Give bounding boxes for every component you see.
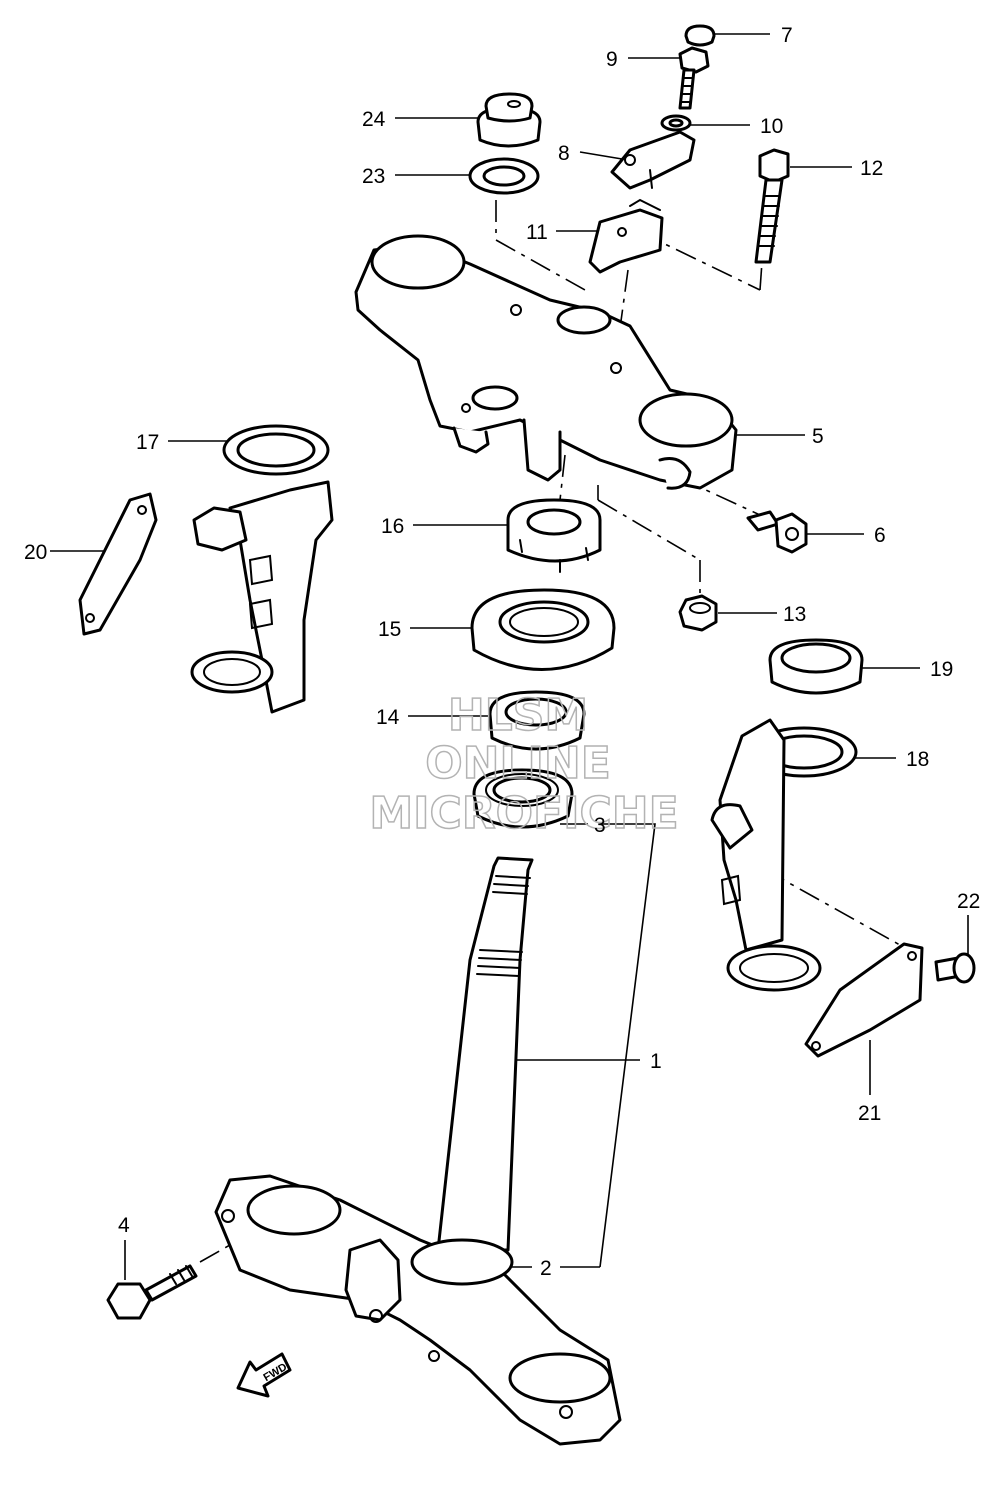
- part-5-upper-bracket: [354, 234, 738, 490]
- part-7-cap: [684, 24, 716, 47]
- callout-13: 13: [783, 603, 806, 626]
- part-17-cover: [190, 424, 334, 714]
- callout-15: 15: [378, 618, 401, 641]
- part-3-bearing: [472, 768, 574, 829]
- watermark-line-1: HLSM: [448, 690, 588, 741]
- part-20-plate: [78, 492, 158, 636]
- part-19-seal: [768, 638, 864, 695]
- part-2-lower-bracket: [214, 1174, 622, 1446]
- fwd-arrow-icon: FWD: [236, 1352, 292, 1398]
- part-9-bolt: [678, 46, 710, 110]
- callout-12: 12: [860, 157, 883, 180]
- callout-16: 16: [381, 515, 404, 538]
- callout-20: 20: [24, 541, 47, 564]
- part-13-nut: [678, 594, 718, 632]
- callout-2: 2: [540, 1257, 552, 1280]
- part-21-plate: [804, 942, 924, 1058]
- part-18-cover: [710, 718, 858, 992]
- callout-8: 8: [558, 142, 570, 165]
- part-6-bolt: [746, 510, 808, 554]
- watermark-line-3: MICROFICHE: [369, 788, 678, 839]
- callout-14: 14: [376, 706, 400, 729]
- callout-4: 4: [118, 1214, 130, 1237]
- callout-1: 1: [650, 1050, 662, 1073]
- part-22-screw: [934, 952, 976, 984]
- part-8-holder: [610, 130, 696, 190]
- part-15-seal: [470, 588, 616, 671]
- part-12-bolt: [754, 148, 790, 264]
- part-24-cap: [476, 92, 542, 148]
- part-callouts: 7 9 10 8 24 23 12 11 5 6 13 17 20 16 15 …: [24, 24, 980, 1280]
- callout-3: 3: [594, 814, 606, 837]
- watermark: HLSM ONLINE MICROFICHE: [369, 689, 680, 840]
- callout-18: 18: [906, 748, 929, 771]
- callout-21: 21: [858, 1102, 881, 1125]
- part-14-race: [488, 690, 586, 751]
- callout-5: 5: [812, 425, 824, 448]
- callout-17: 17: [136, 431, 159, 454]
- part-16-nut: [506, 498, 602, 573]
- callout-11: 11: [526, 221, 548, 244]
- callout-24: 24: [362, 108, 386, 131]
- part-10-washer: [660, 114, 692, 132]
- callout-23: 23: [362, 165, 385, 188]
- callout-6: 6: [874, 524, 886, 547]
- part-23-washer: [468, 157, 540, 195]
- callout-19: 19: [930, 658, 953, 681]
- leader-lines: [50, 33, 969, 1280]
- callout-7: 7: [781, 24, 793, 47]
- callout-22: 22: [957, 890, 980, 913]
- part-1-steering-stem: [436, 856, 534, 1252]
- callout-10: 10: [760, 115, 783, 138]
- part-4-bolt: [106, 1264, 198, 1320]
- part-11-holder: [588, 198, 664, 274]
- watermark-line-2: ONLINE: [425, 738, 611, 789]
- callout-9: 9: [606, 48, 618, 71]
